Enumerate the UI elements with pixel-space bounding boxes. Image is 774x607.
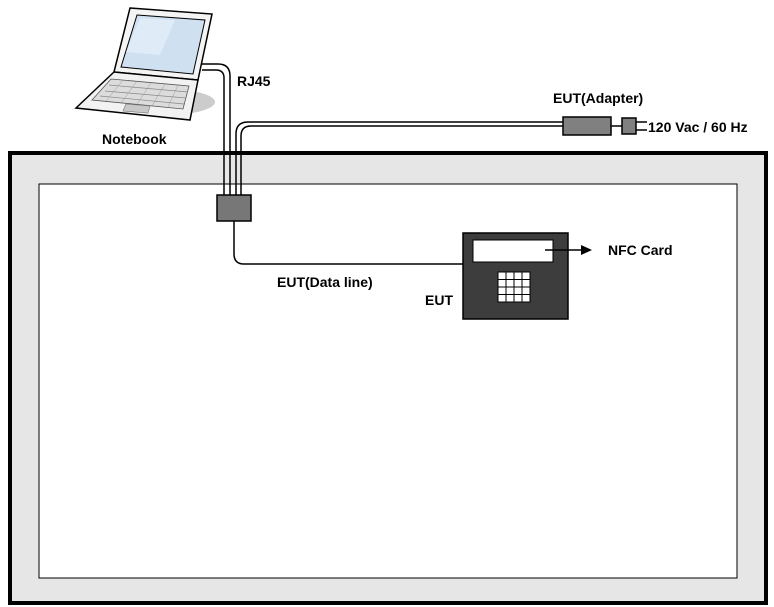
inner-test-area xyxy=(38,183,738,579)
data-line-cable xyxy=(233,221,463,265)
adapter-cable xyxy=(240,125,563,195)
notebook-label: Notebook xyxy=(102,131,167,147)
eut-adapter-label: EUT(Adapter) xyxy=(553,90,643,106)
nfc-card-label: NFC Card xyxy=(608,242,673,258)
nfc-arrow-head xyxy=(581,245,592,255)
rj45-cable-inner xyxy=(202,69,225,195)
eut-label: EUT xyxy=(425,292,453,308)
keypad-grid-icon xyxy=(497,271,531,303)
adapter-cable-inner xyxy=(235,121,563,195)
laptop-icon xyxy=(74,7,215,121)
switch-box xyxy=(216,194,252,222)
rj45-cable xyxy=(202,63,231,195)
data-line-label: EUT(Data line) xyxy=(277,274,373,290)
eut-device xyxy=(462,232,569,320)
power-label: 120 Vac / 60 Hz xyxy=(648,119,748,135)
rj45-label: RJ45 xyxy=(237,73,271,89)
adapter-plug xyxy=(621,117,637,135)
eut-display xyxy=(472,239,554,263)
adapter-brick xyxy=(562,116,612,136)
